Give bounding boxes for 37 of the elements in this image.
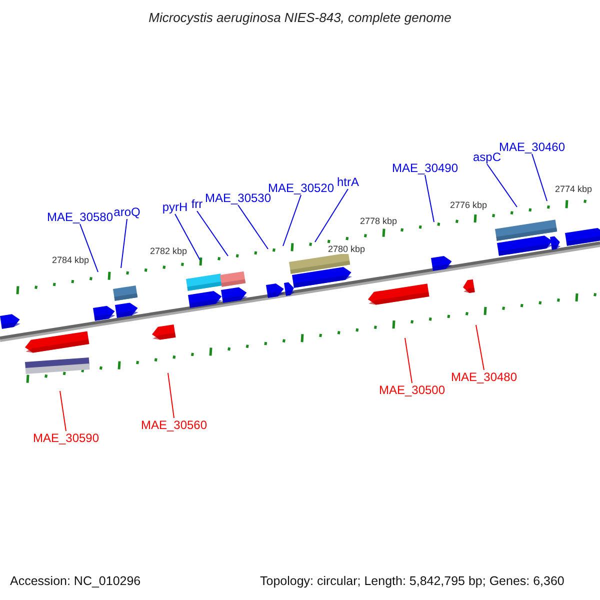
gene-label: aroQ	[114, 206, 140, 218]
info-text: Topology: circular; Length: 5,842,795 bp; Genes: 6,360	[260, 575, 564, 588]
gene-label: MAE_30590	[32, 432, 100, 444]
leader-line	[476, 324, 484, 370]
scale-label: 2778 kbp	[360, 217, 398, 226]
leader-line	[532, 154, 548, 202]
gene-label: MAE_30530	[204, 192, 272, 204]
leader-line	[196, 210, 228, 256]
gene-label: MAE_30560	[140, 419, 208, 431]
scale-label: 2780 kbp	[328, 245, 366, 254]
gene-label: MAE_30580	[46, 211, 114, 223]
scale-label: 2784 kbp	[52, 256, 90, 265]
gene-label: frr	[191, 198, 203, 210]
gene-label: aspC	[473, 151, 501, 163]
gene-label: htrA	[337, 176, 359, 188]
leader-line	[404, 338, 412, 384]
leader-line	[168, 372, 174, 418]
gene-label: MAE_30500	[378, 384, 446, 396]
leader-line	[314, 188, 348, 242]
leader-line	[60, 390, 66, 432]
leader-line	[80, 224, 98, 272]
scale-label: 2774 kbp	[555, 185, 592, 194]
gene-label: MAE_30460	[498, 141, 566, 153]
leader-line	[238, 204, 268, 250]
title: Microcystis aeruginosa NIES-843, complete genome	[148, 11, 452, 24]
info-text: Accession: NC_010296	[10, 575, 141, 588]
leader-line	[120, 218, 128, 268]
gene-label: pyrH	[162, 201, 188, 213]
scale-label: 2782 kbp	[150, 247, 188, 256]
leader-line	[282, 194, 302, 246]
gene-label: MAE_30520	[268, 182, 334, 194]
gene-label: MAE_30490	[392, 162, 458, 174]
scale-label: 2776 kbp	[450, 201, 488, 210]
leader-line	[174, 214, 200, 260]
leader-line	[486, 164, 518, 208]
leader-line	[424, 174, 434, 222]
gene-label: MAE_30480	[450, 371, 518, 383]
